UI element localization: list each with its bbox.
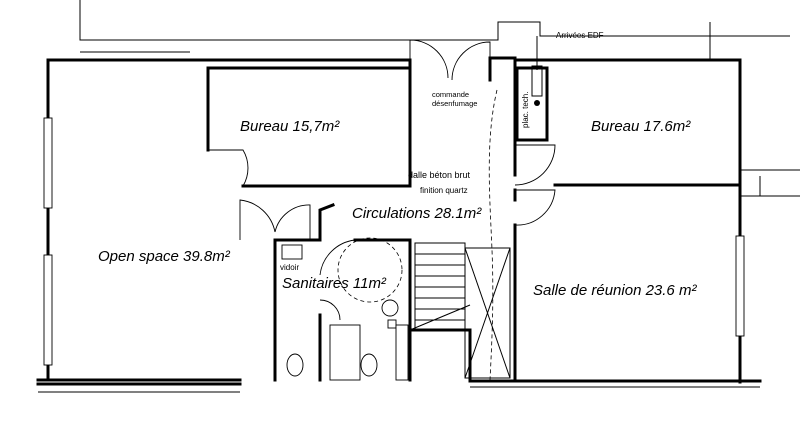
bureau1-walls <box>206 66 412 188</box>
sanitary-fixtures <box>281 244 409 381</box>
note-vidoir: vidoir <box>280 263 299 272</box>
label-open-space: Open space 39.8m² <box>98 248 231 265</box>
right-window <box>735 235 745 337</box>
sanitaires-dashed-zone <box>337 237 403 303</box>
label-sanitaires: Sanitaires 11m² <box>282 275 387 292</box>
site-boundary <box>79 0 800 197</box>
label-bureau1: Bureau 15,7m² <box>240 118 340 135</box>
interior-walls <box>273 188 517 382</box>
staircase <box>409 242 511 379</box>
label-circulations: Circulations 28.1m² <box>352 205 482 222</box>
label-salle-reunion: Salle de réunion 23.6 m² <box>533 282 697 299</box>
note-commande: commande <box>432 90 469 99</box>
bureau2-walls <box>513 143 742 187</box>
tech-cabinet <box>515 36 549 142</box>
label-bureau2: Bureau 17.6m² <box>591 118 691 135</box>
doors <box>208 39 556 321</box>
note-desenfumage: désenfumage <box>432 99 477 108</box>
note-dalle-beton: dalle béton brut <box>408 170 471 180</box>
note-plac-tech: plac. tech. <box>521 92 530 128</box>
note-arrivees-edf: Arrivées EDF <box>556 31 604 40</box>
note-finition: finition quartz <box>420 186 468 195</box>
left-windows <box>43 117 53 366</box>
